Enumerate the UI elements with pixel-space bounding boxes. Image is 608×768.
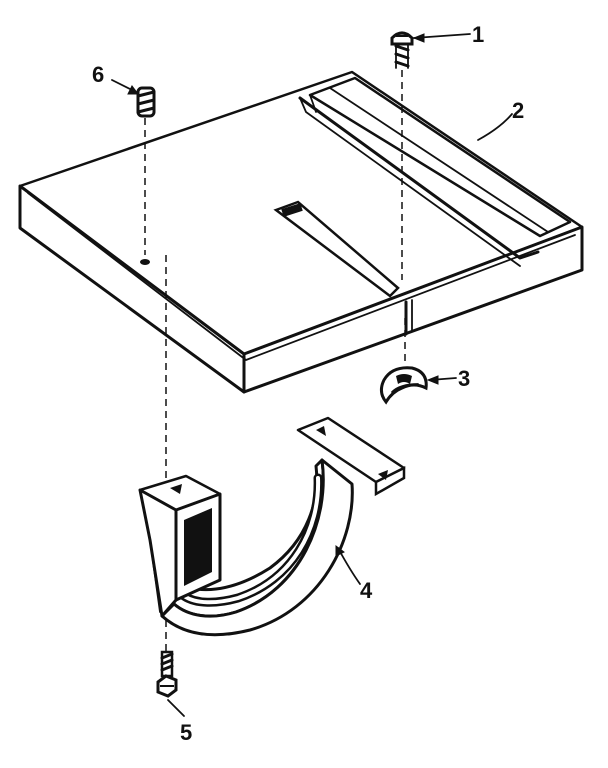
callout-labels: 1 2 3 4 5 6 [92, 22, 524, 745]
callout-4: 4 [360, 578, 373, 603]
leader-lines [111, 33, 513, 717]
callout-1: 1 [472, 22, 484, 47]
callout-3: 3 [458, 366, 470, 391]
screw-1 [390, 31, 414, 69]
set-screw-6 [136, 86, 156, 118]
callout-5: 5 [180, 720, 192, 745]
hex-bolt-5 [156, 650, 178, 698]
clip-3 [379, 366, 428, 405]
trunnion-bracket-4 [138, 416, 406, 637]
callout-6: 6 [92, 62, 104, 87]
table-top [18, 70, 584, 394]
callout-2: 2 [512, 98, 524, 123]
